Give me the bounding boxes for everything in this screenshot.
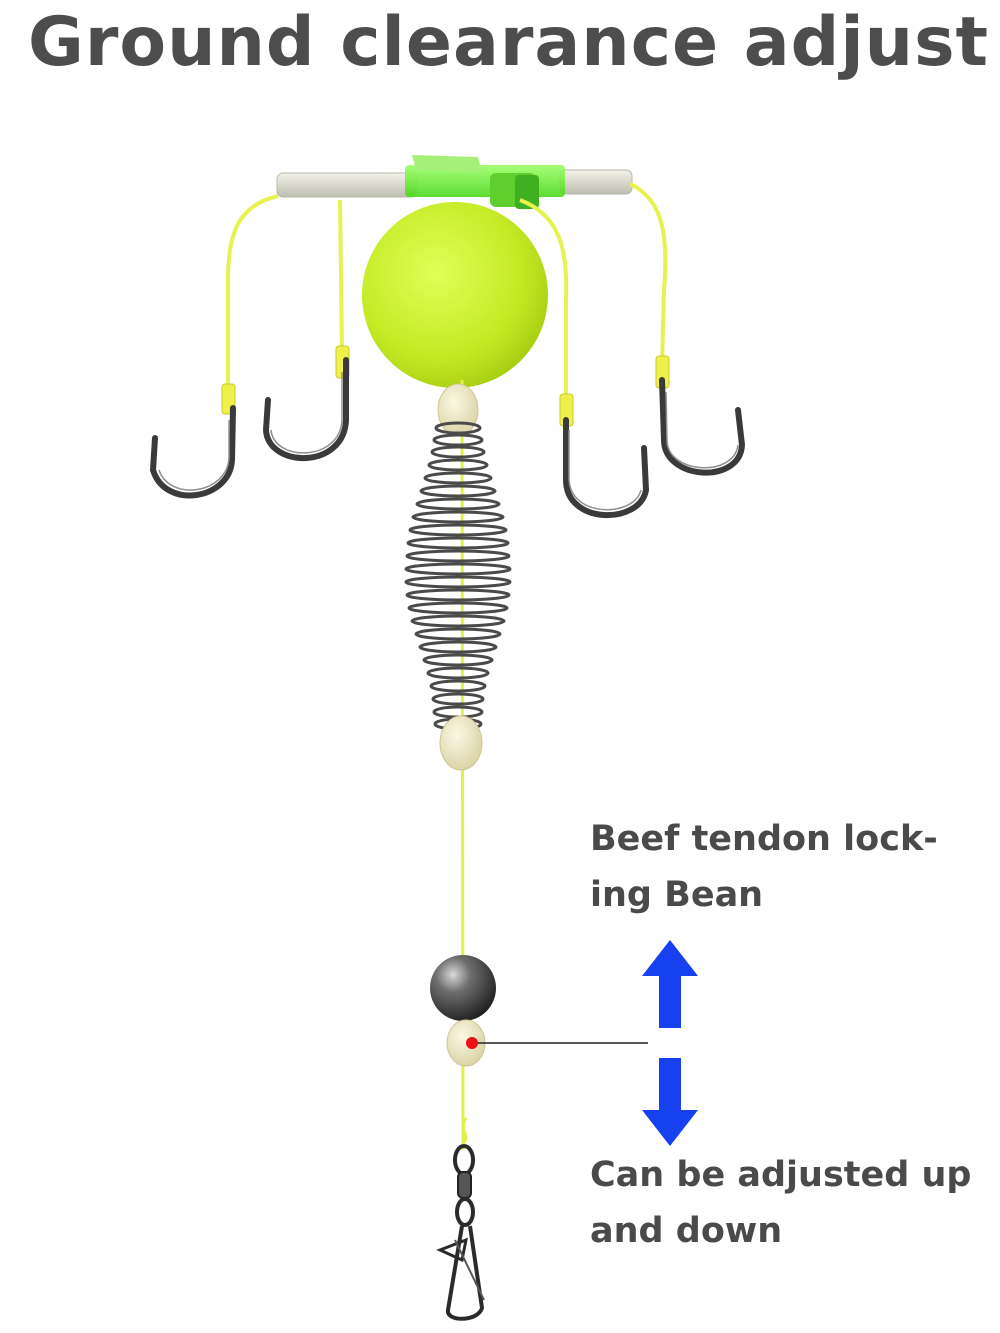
- float-ball: [362, 202, 548, 388]
- top-bead: [437, 383, 479, 437]
- hook-lines: [226, 182, 668, 400]
- up-arrow-icon: [642, 940, 698, 1028]
- adjust-label: Can be adjusted up and down: [590, 1147, 995, 1259]
- down-arrow-icon: [642, 1058, 698, 1146]
- hooks: [149, 357, 746, 519]
- locking-bean-label-line1: Beef tendon lock-: [590, 819, 938, 859]
- swivel-snap: [436, 1117, 485, 1321]
- locking-bean-label: Beef tendon lock- ing Bean: [590, 811, 990, 923]
- sinker-weight: [430, 955, 496, 1021]
- top-connector-tube: [276, 155, 633, 209]
- marker-dot: [466, 1037, 478, 1049]
- locking-bean-label-line2: ing Bean: [590, 875, 764, 915]
- adjust-label-line2: and down: [590, 1211, 783, 1251]
- page-title: Ground clearance adjust: [28, 3, 990, 82]
- spring-feeder: [404, 421, 512, 731]
- adjust-label-line1: Can be adjusted up: [590, 1155, 972, 1195]
- feeder-bottom-bead: [439, 715, 483, 771]
- hook-highlights: [158, 372, 739, 511]
